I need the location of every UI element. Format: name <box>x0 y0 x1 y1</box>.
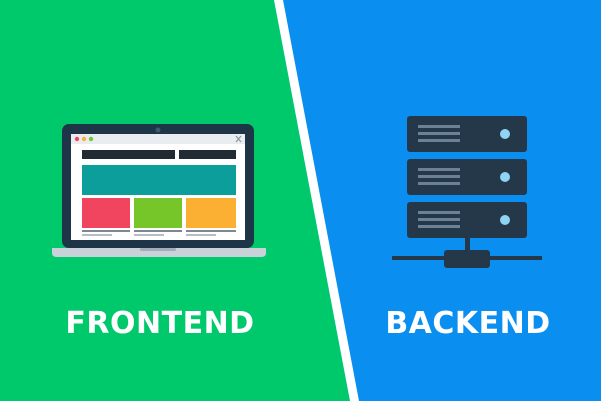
server-cable <box>465 238 470 252</box>
laptop-notch <box>140 248 176 251</box>
site-header-left <box>82 150 175 159</box>
laptop-base <box>52 248 266 257</box>
server-slot <box>418 175 460 178</box>
server-status-light <box>500 129 510 139</box>
server-status-light <box>500 172 510 182</box>
server-slot <box>418 168 460 171</box>
server-status-light <box>500 215 510 225</box>
server-slot <box>418 132 460 135</box>
card-caption-line <box>82 230 130 232</box>
laptop-icon <box>52 124 266 257</box>
card-caption-line <box>82 234 112 236</box>
backend-label: BACKEND <box>385 306 551 341</box>
site-card-orange <box>186 198 236 228</box>
diagonal-divider <box>274 0 359 401</box>
server-slot <box>418 211 460 214</box>
laptop-camera <box>155 127 161 133</box>
server-slot <box>418 225 460 228</box>
close-icon <box>235 135 242 143</box>
server-slot <box>418 218 460 221</box>
site-header-right <box>179 150 236 159</box>
card-caption-line <box>186 230 236 232</box>
server-slot <box>418 139 460 142</box>
server-slot <box>418 182 460 185</box>
window-maximize-dot <box>88 136 94 142</box>
site-banner <box>82 165 236 195</box>
frontend-label: FRONTEND <box>65 306 255 341</box>
network-hub <box>444 250 490 268</box>
card-caption-line <box>186 234 216 236</box>
server-rack-icon <box>392 116 542 268</box>
site-card-red <box>82 198 130 228</box>
server-slot <box>418 125 460 128</box>
browser-titlebar <box>71 134 245 144</box>
window-close-dot <box>74 136 80 142</box>
site-card-green <box>134 198 182 228</box>
window-minimize-dot <box>81 136 87 142</box>
card-caption-line <box>134 234 164 236</box>
card-caption-line <box>134 230 182 232</box>
